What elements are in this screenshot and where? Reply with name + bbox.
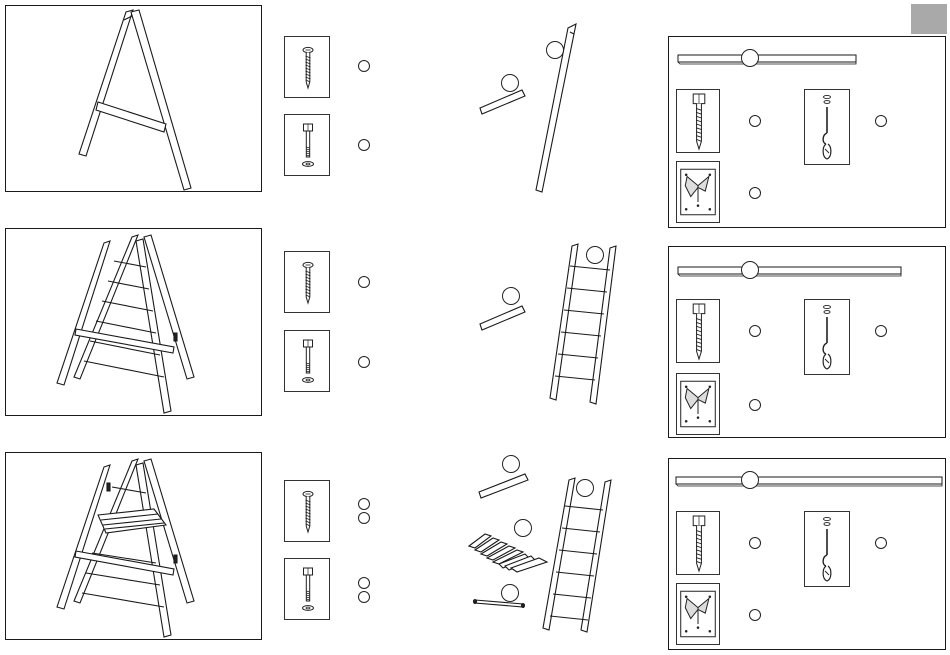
step-3-beam-callout: [741, 471, 759, 489]
wood-screw-icon: [298, 261, 318, 305]
step-3-illustration-frame: [5, 452, 262, 640]
corner-bracket-icon: [678, 376, 718, 432]
step-2-bracket-callout: [749, 399, 761, 411]
step-3-bolt-callout-2: [358, 591, 370, 603]
page-tab-marker: [911, 4, 947, 34]
long-beam-icon: [675, 475, 943, 487]
step-3-part-d-callout: [501, 584, 519, 602]
step-2-lag-thumb: [676, 299, 720, 363]
swing-hook-icon: [817, 303, 837, 373]
lag-screw-icon: [687, 515, 711, 573]
swing-hook-icon: [817, 93, 837, 163]
step-2-part-b-callout: [586, 246, 604, 264]
ladder-icon: [543, 478, 611, 632]
step-3-part-a-callout: [502, 455, 520, 473]
step-1-bolt-thumb: [284, 114, 330, 176]
step-1-bracket-thumb: [676, 161, 720, 223]
step-3-screw-callout-2: [358, 512, 370, 524]
step-1-hook-thumb: [804, 89, 850, 165]
step-3-lag-thumb: [676, 511, 720, 575]
wood-screw-icon: [298, 490, 318, 534]
wood-screw-icon: [298, 46, 318, 90]
hex-bolt-washer-icon: [298, 123, 318, 169]
step-1-beam-callout: [741, 49, 759, 67]
step-2-bracket-thumb: [676, 373, 720, 435]
crossbar-board-icon: [480, 306, 525, 330]
step-3-kit-frame: [668, 458, 946, 650]
crossbar-board-icon: [479, 474, 528, 498]
step-3-hook-callout: [875, 537, 887, 549]
step-2-illustration-frame: [5, 228, 262, 416]
ladder-icon: [550, 244, 616, 404]
step-1-part-a-callout: [501, 74, 519, 92]
step-2-part-a-callout: [502, 287, 520, 305]
step-1-bracket-callout: [749, 187, 761, 199]
step-1-lag-callout: [749, 115, 761, 127]
step-3-part-c-callout: [514, 519, 532, 537]
step-1-hook-callout: [875, 115, 887, 127]
step-3-bracket-thumb: [676, 583, 720, 645]
a-frame-icon: [6, 6, 263, 193]
step-3-bolt-thumb: [284, 558, 330, 620]
step-2-bolt-callout: [358, 356, 370, 368]
long-beam-icon: [677, 53, 857, 65]
deck-slats-icon: [469, 534, 547, 572]
step-1-kit-frame: [668, 36, 946, 228]
step-2-parts: [470, 240, 630, 410]
step-1-parts: [470, 10, 630, 210]
step-1-screw-thumb: [284, 36, 330, 98]
step-2-screw-thumb: [284, 251, 330, 313]
hex-bolt-washer-icon: [298, 339, 318, 385]
step-1-screw-callout: [358, 60, 370, 72]
step-3-bolt-callout-1: [358, 577, 370, 589]
step-1-lag-thumb: [676, 89, 720, 153]
swing-hook-icon: [817, 515, 837, 585]
corner-bracket-icon: [678, 164, 718, 220]
crossbar-board-icon: [480, 90, 525, 114]
lag-screw-icon: [687, 303, 711, 361]
step-1-bolt-callout: [358, 139, 370, 151]
step-2-hook-thumb: [804, 299, 850, 375]
step-3-lag-callout: [749, 537, 761, 549]
lag-screw-icon: [687, 93, 711, 151]
hex-bolt-washer-icon: [298, 567, 318, 613]
long-beam-icon: [677, 265, 902, 277]
corner-bracket-icon: [678, 586, 718, 642]
a-frame-ladder-icon: [6, 229, 263, 417]
step-3-parts: [465, 450, 625, 640]
step-2-bolt-thumb: [284, 330, 330, 392]
step-3-screw-thumb: [284, 480, 330, 542]
step-3-screw-callout-1: [358, 498, 370, 510]
round-rod-icon: [474, 600, 525, 608]
step-2-lag-callout: [749, 325, 761, 337]
step-1-part-b-callout: [546, 41, 564, 59]
step-2-kit-frame: [668, 246, 946, 438]
step-2-hook-callout: [875, 325, 887, 337]
a-frame-ladder-platform-icon: [6, 453, 263, 641]
step-3-bracket-callout: [749, 609, 761, 621]
step-2-beam-callout: [741, 261, 759, 279]
step-3-hook-thumb: [804, 511, 850, 587]
step-1-illustration-frame: [5, 5, 262, 192]
step-2-screw-callout: [358, 276, 370, 288]
step-3-part-b-callout: [576, 479, 594, 497]
